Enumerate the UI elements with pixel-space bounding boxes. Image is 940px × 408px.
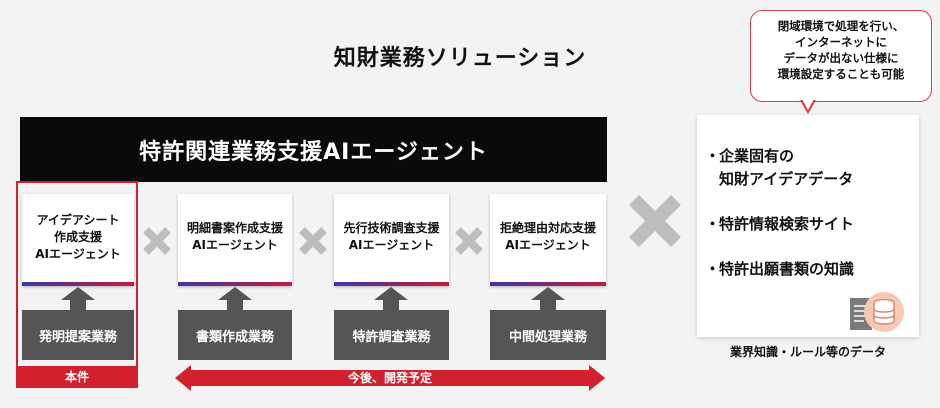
data-item-text: 企業固有の 知財アイデアデータ <box>719 147 854 188</box>
database-document-icon <box>850 292 904 332</box>
bullet: ・ <box>705 260 721 278</box>
times-icon-large <box>629 195 681 247</box>
callout-bubble: 閉域環境で処理を行い、 インターネットに データが出ない仕様に 環境設定すること… <box>750 10 932 102</box>
data-item-text: 特許情報検索サイト <box>719 215 855 233</box>
data-caption: 業界知識・ルール等のデータ <box>729 345 886 359</box>
page-title: 知財業務ソリューション <box>333 46 587 71</box>
callout-line: 閉域環境で処理を行い、 <box>777 19 905 33</box>
task-box-invention: 発明提案業務 <box>22 310 134 360</box>
agent-label: アイデアシート 作成支援 AIエージェント <box>35 212 121 261</box>
agent-label: 先行技術調査支援 AIエージェント <box>343 221 440 252</box>
agent-card-idea: アイデアシート 作成支援 AIエージェント <box>22 194 134 286</box>
task-box-office-action: 中間処理業務 <box>490 310 606 360</box>
up-arrow-icon <box>531 287 565 311</box>
bullet: ・ <box>705 215 721 233</box>
data-item: ・特許出願書類の知識 <box>705 258 854 281</box>
up-arrow-icon <box>61 287 95 311</box>
future-double-arrow <box>175 365 605 391</box>
agent-card-rejection: 拒絶理由対応支援 AIエージェント <box>490 194 606 286</box>
bullet: ・ <box>705 147 721 165</box>
future-label: 今後、開発予定 <box>347 371 432 385</box>
scope-label: 本件 <box>16 366 138 388</box>
times-icon <box>143 227 171 255</box>
agent-label: 明細書案作成支援 AIエージェント <box>186 221 283 252</box>
callout-line: 環境設定することも可能 <box>777 67 905 81</box>
data-item: ・企業固有の 知財アイデアデータ <box>705 145 853 191</box>
agent-accent-bar <box>22 282 134 286</box>
agent-accent-bar <box>178 282 292 286</box>
agent-card-spec: 明細書案作成支援 AIエージェント <box>178 194 292 286</box>
task-box-documents: 書類作成業務 <box>178 310 292 360</box>
agent-label: 拒絶理由対応支援 AIエージェント <box>499 221 596 252</box>
up-arrow-icon <box>218 287 252 311</box>
agent-accent-bar <box>490 282 606 286</box>
up-arrow-icon <box>374 287 408 311</box>
agent-accent-bar <box>334 282 449 286</box>
times-icon <box>455 227 483 255</box>
times-icon <box>299 227 327 255</box>
callout-line: データが出ない仕様に <box>783 51 899 65</box>
data-item-text: 特許出願書類の知識 <box>719 260 855 278</box>
agent-banner: 特許関連業務支援AIエージェント <box>20 117 607 182</box>
task-box-search: 特許調査業務 <box>334 310 449 360</box>
agent-card-prior-art: 先行技術調査支援 AIエージェント <box>334 194 449 286</box>
callout-tail-inner <box>802 99 814 110</box>
data-item: ・特許情報検索サイト <box>705 213 854 236</box>
callout-line: インターネットに <box>795 35 887 49</box>
